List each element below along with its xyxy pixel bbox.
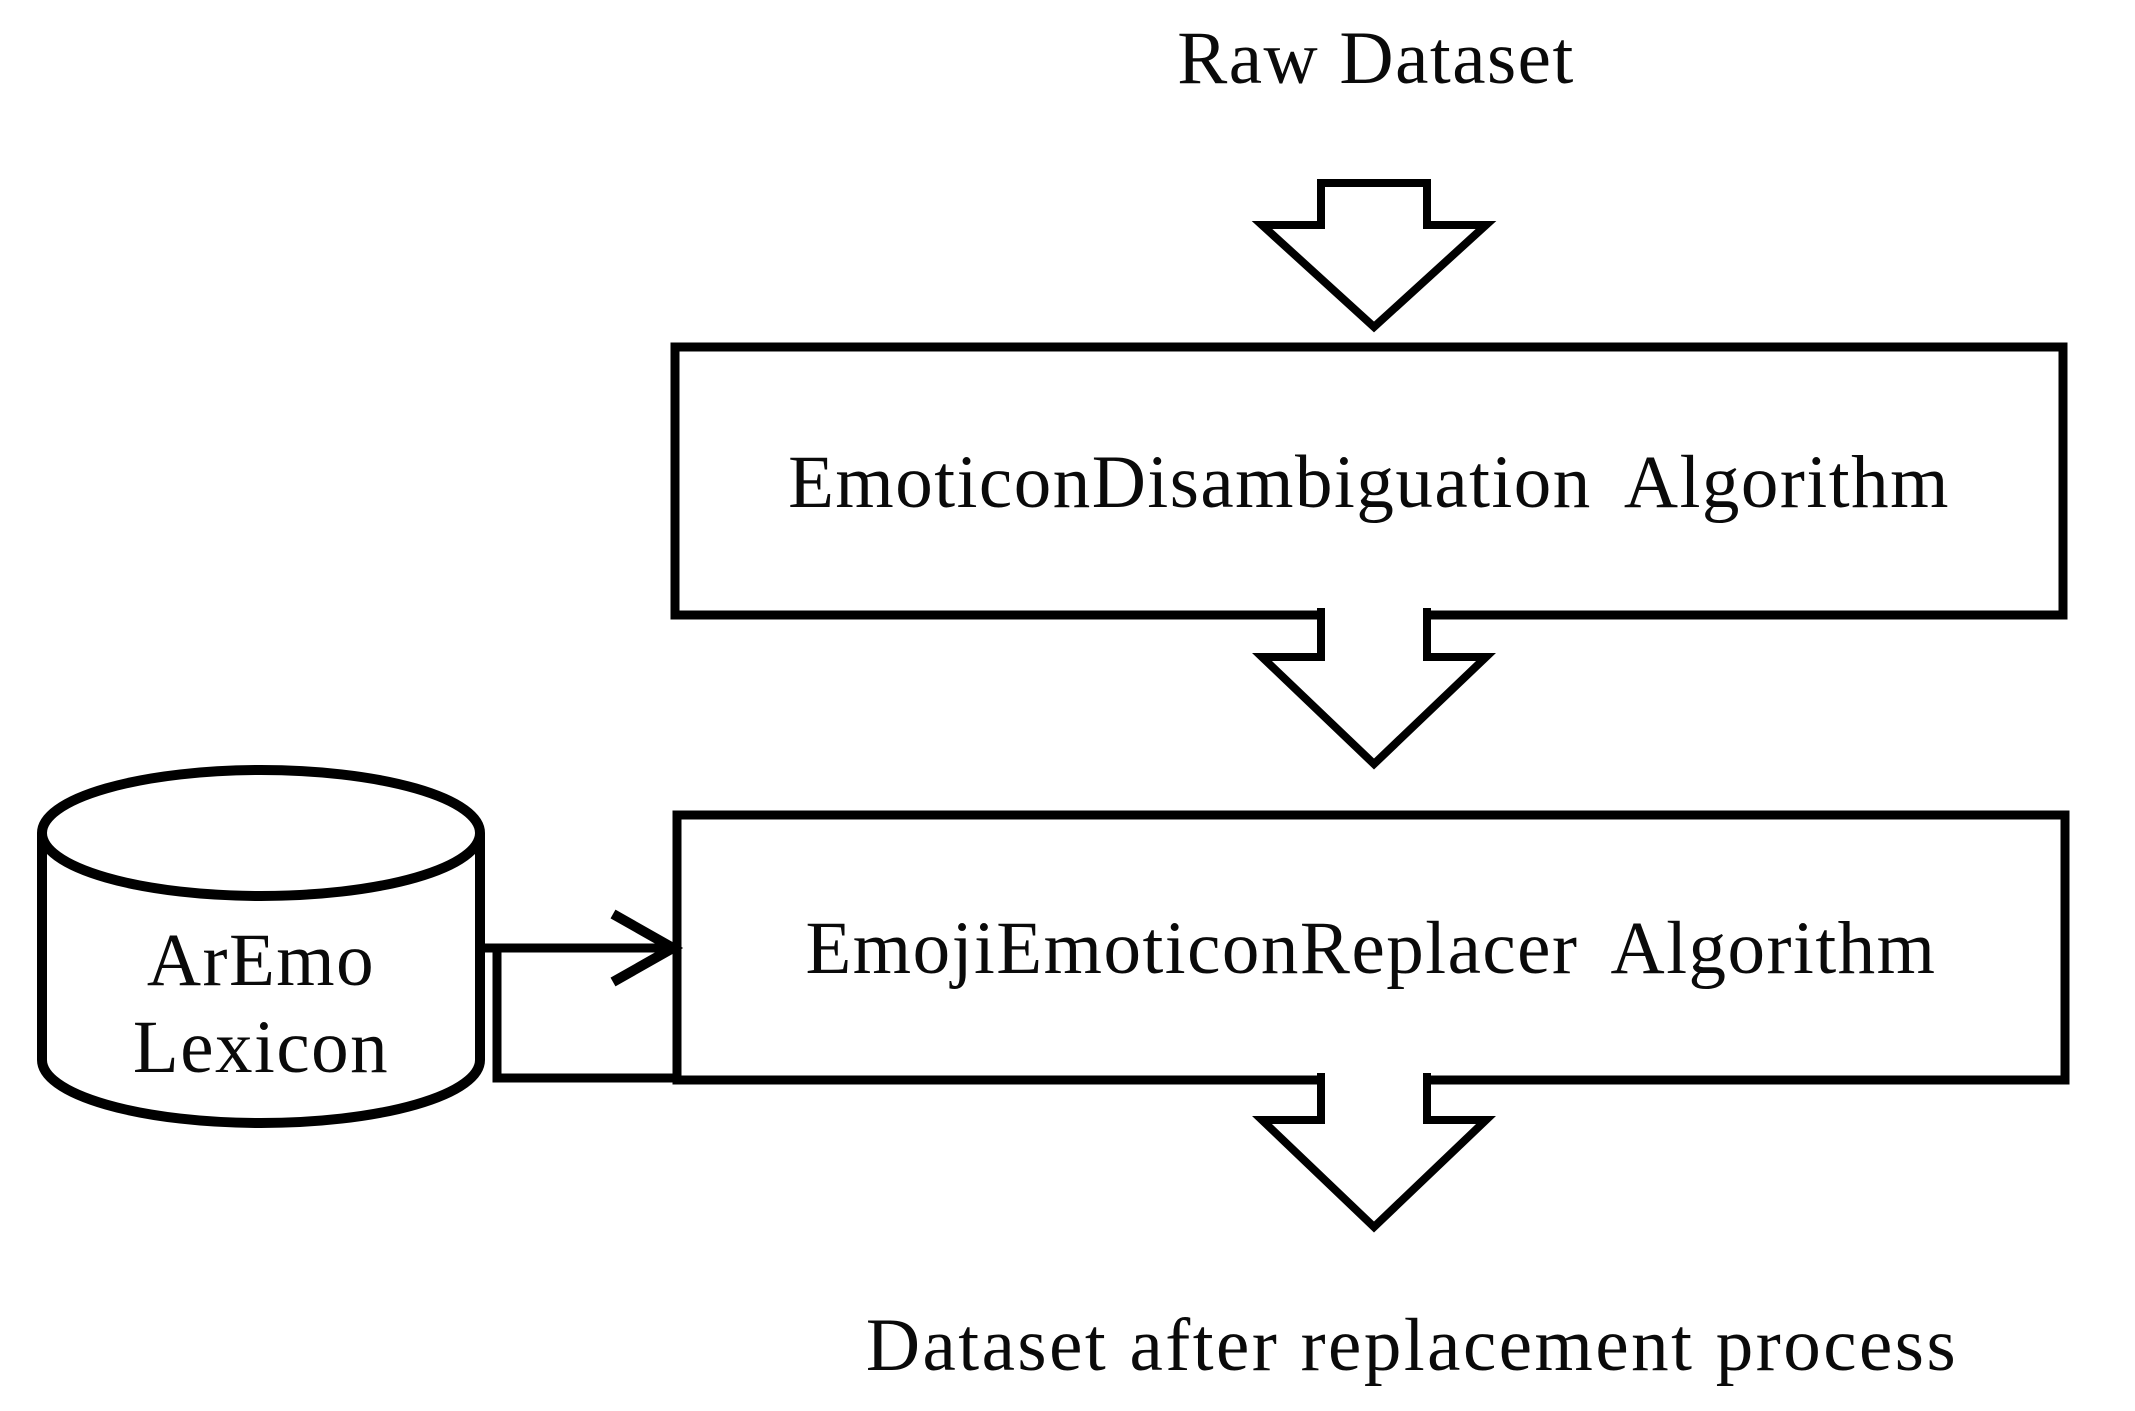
- elbow-connector-line: [492, 950, 684, 1083]
- box-emoticon-disambiguation: [670, 342, 2068, 620]
- raw-dataset-label: Raw Dataset: [1177, 17, 1575, 100]
- cylinder-label-line1: ArEmo: [147, 919, 375, 1002]
- block-arrow-down-3-icon: [1252, 1073, 1496, 1233]
- arrowhead-icon: [610, 909, 684, 987]
- cylinder-label-line2: Lexicon: [133, 1006, 389, 1089]
- right-arrow-connector: [480, 909, 684, 987]
- box-emoji-emoticon-replacer: [672, 810, 2070, 1085]
- database-cylinder-icon: [37, 765, 485, 1128]
- block-arrow-down-1-icon: [1251, 179, 1497, 333]
- box2-label: EmojiEmoticonReplacer Algorithm: [805, 907, 1936, 990]
- output-caption: Dataset after replacement process: [866, 1304, 1958, 1387]
- block-arrow-down-2-icon: [1252, 608, 1496, 770]
- box1-label: EmoticonDisambiguation Algorithm: [788, 441, 1950, 524]
